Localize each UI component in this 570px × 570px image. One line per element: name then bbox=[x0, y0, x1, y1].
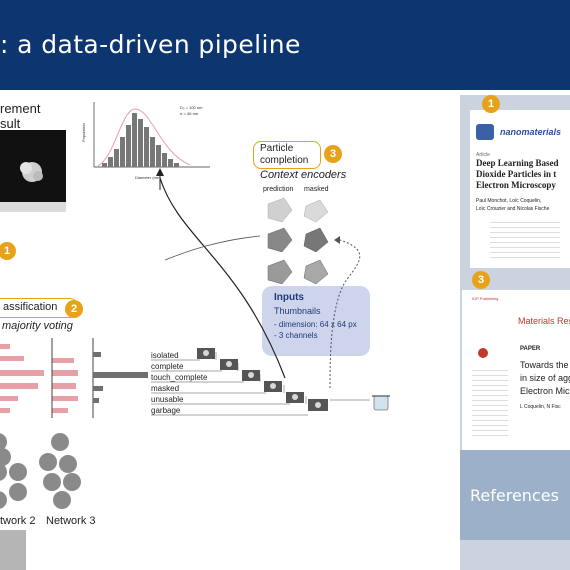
hist-legend-d: D₀ = 100 nm bbox=[180, 105, 203, 110]
paper2-authors: L Coquelin, N Fisc bbox=[520, 404, 561, 410]
hist-legend-s: σ = 46 nm bbox=[180, 111, 199, 116]
category-garbage: garbage bbox=[151, 406, 181, 415]
inputs-title: Inputs bbox=[274, 292, 304, 303]
prediction-column-label: prediction bbox=[263, 186, 294, 193]
slide-title: : a data-driven pipeline bbox=[0, 30, 301, 59]
paper2-journal: Materials Res bbox=[518, 316, 570, 326]
majority-voting-label: majority voting bbox=[2, 320, 73, 332]
crossmark-icon bbox=[478, 348, 488, 358]
classification-label: assification bbox=[3, 301, 58, 313]
category-masked: masked bbox=[151, 384, 180, 393]
size-histogram: D₀ = 100 nm σ = 46 nm Diameter (nm) Popu… bbox=[80, 97, 215, 182]
category-unusable: unusable bbox=[151, 395, 184, 404]
step-2-badge: 2 bbox=[65, 300, 83, 318]
context-encoders-label: Context encoders bbox=[260, 169, 347, 181]
references-label: References bbox=[470, 486, 559, 505]
sem-image bbox=[0, 130, 66, 212]
category-complete: complete bbox=[151, 362, 184, 371]
paper1-authors-1: Paul Monchot, Loïc Coquelin, bbox=[476, 198, 542, 204]
paper1-authors-2: Loïc Crouzier and Nicolas Fische bbox=[476, 206, 550, 212]
paper1-affiliations bbox=[490, 218, 560, 258]
hist-ylabel: Population bbox=[81, 123, 86, 142]
network-3-label: Network 3 bbox=[46, 515, 96, 527]
network-2-graph bbox=[0, 432, 90, 512]
inputs-info-box: Inputs Thumbnails - dimension: 64 x 64 p… bbox=[262, 286, 370, 356]
ref-3-badge: 3 bbox=[472, 271, 490, 289]
nanomaterials-logo-icon bbox=[476, 124, 494, 140]
paper2-title-2: in size of aggre bbox=[520, 373, 570, 383]
step-3-badge: 3 bbox=[324, 145, 342, 163]
paper1-title-2: Dioxide Particles in t bbox=[476, 169, 557, 179]
reference-paper-1[interactable]: nanomaterials Article Deep Learning Base… bbox=[470, 110, 570, 268]
inputs-line2: - dimension: 64 x 64 px bbox=[274, 320, 357, 329]
ref-1-badge: 1 bbox=[482, 95, 500, 113]
paper2-dates bbox=[472, 366, 508, 436]
network-2-label: twork 2 bbox=[0, 515, 36, 527]
reference-paper-2[interactable]: IOP Publishing Materials Res PAPER Towar… bbox=[462, 290, 570, 450]
category-isolated: isolated bbox=[151, 351, 179, 360]
particle-completion-box: Particle completion bbox=[253, 141, 321, 169]
paper1-title-3: Electron Microscopy bbox=[476, 180, 556, 190]
network-3-graph bbox=[38, 432, 88, 512]
category-touch-complete: touch_complete bbox=[151, 373, 208, 382]
paper2-publisher: IOP Publishing bbox=[472, 296, 499, 301]
pipeline-arrows bbox=[151, 168, 390, 416]
inputs-line3: - 3 channels bbox=[274, 331, 318, 340]
paper2-kind: PAPER bbox=[520, 346, 541, 352]
references-band bbox=[460, 450, 570, 540]
completion-thumbnails bbox=[262, 196, 332, 288]
trash-icon bbox=[372, 395, 390, 411]
slide-header: : a data-driven pipeline bbox=[0, 0, 570, 90]
paper2-title-3: Electron Micro bbox=[520, 386, 570, 396]
inputs-line1: Thumbnails bbox=[274, 306, 321, 316]
hist-xlabel: Diameter (nm) bbox=[135, 175, 161, 180]
masked-column-label: masked bbox=[304, 186, 329, 193]
result-label: sult bbox=[0, 116, 21, 131]
paper1-title-1: Deep Learning Based bbox=[476, 158, 559, 168]
particle-thumbnail bbox=[0, 530, 26, 570]
completion-line2: completion bbox=[260, 155, 309, 166]
paper1-type: Article bbox=[476, 152, 490, 158]
step-1-badge: 1 bbox=[0, 242, 16, 260]
paper1-journal: nanomaterials bbox=[500, 127, 562, 137]
measurement-label: rement bbox=[0, 101, 41, 116]
completion-line1: Particle bbox=[260, 143, 294, 154]
voting-bars bbox=[0, 338, 150, 418]
paper2-title-1: Towards the u bbox=[520, 360, 570, 370]
